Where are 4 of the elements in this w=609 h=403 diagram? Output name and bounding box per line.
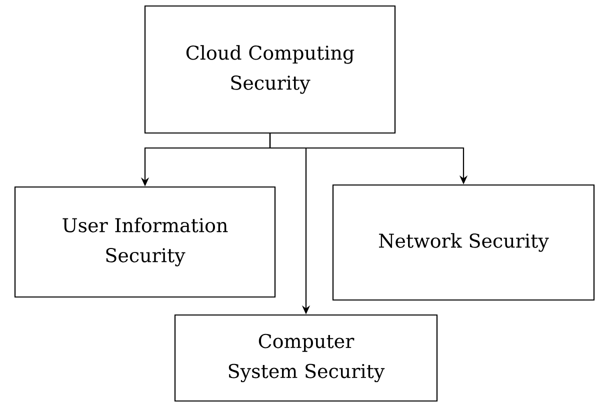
process-box: Network Security bbox=[332, 184, 595, 301]
process-box: Cloud Computing Security bbox=[144, 5, 396, 134]
process-box: User Information Security bbox=[14, 186, 276, 298]
process-box: Computer System Security bbox=[174, 314, 438, 402]
